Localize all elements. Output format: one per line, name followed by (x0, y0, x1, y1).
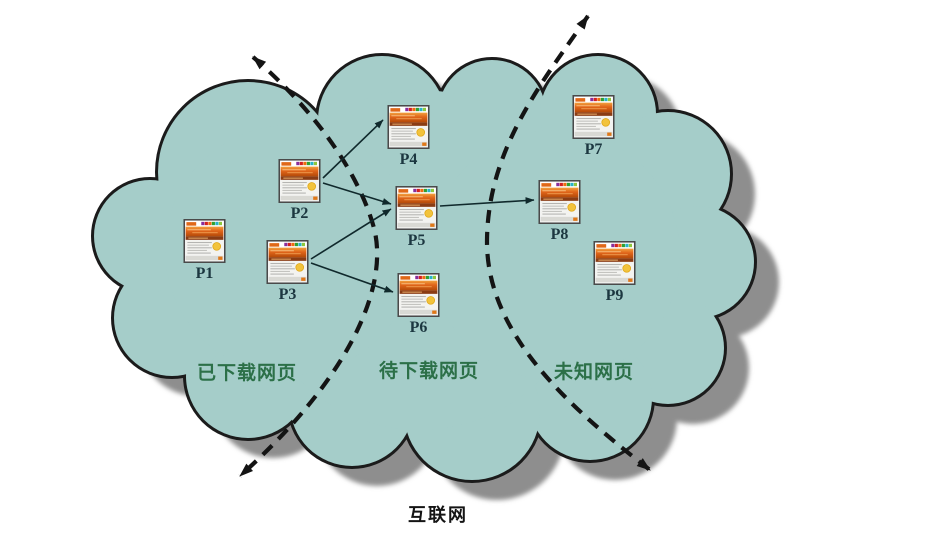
page-label: P8 (550, 226, 569, 243)
webpage-icon (278, 159, 321, 203)
page-label: P3 (278, 286, 297, 303)
region-label-downloaded: 已下载网页 (196, 363, 298, 384)
link-p3-p6 (310, 262, 394, 293)
page-label: P2 (290, 205, 309, 222)
page-node-p2: P2 (278, 159, 321, 222)
webpage-icon (538, 180, 581, 224)
region-label-to-download: 待下载网页 (378, 361, 480, 382)
page-label: P7 (584, 141, 603, 158)
link-p5-p8 (439, 197, 535, 207)
page-node-p7: P7 (572, 95, 615, 158)
boundary-left-dashed (238, 55, 380, 478)
webpage-icon (266, 240, 309, 284)
webpage-icon (387, 105, 430, 149)
link-arrows (310, 119, 535, 293)
webpage-icon (397, 273, 440, 317)
internet-label: 互联网 (408, 505, 468, 525)
webpage-icon (183, 219, 226, 263)
webpage-icon (572, 95, 615, 139)
page-node-p6: P6 (397, 273, 440, 336)
page-label: P4 (399, 151, 418, 168)
boundary-right-dashed (484, 14, 652, 472)
webpage-icon (593, 241, 636, 285)
page-label: P6 (409, 319, 428, 336)
page-node-p3: P3 (266, 240, 309, 303)
webpage-icon (395, 186, 438, 230)
link-p2-p5 (322, 182, 392, 205)
page-label: P5 (407, 232, 426, 249)
page-node-p9: P9 (593, 241, 636, 304)
page-node-p4: P4 (387, 105, 430, 168)
page-node-p1: P1 (183, 219, 226, 282)
link-p3-p5 (310, 208, 392, 260)
link-p2-p4 (322, 119, 384, 179)
page-label: P9 (605, 287, 624, 304)
page-node-p8: P8 (538, 180, 581, 243)
page-node-p5: P5 (395, 186, 438, 249)
page-label: P1 (195, 265, 214, 282)
region-label-unknown: 未知网页 (553, 362, 635, 383)
